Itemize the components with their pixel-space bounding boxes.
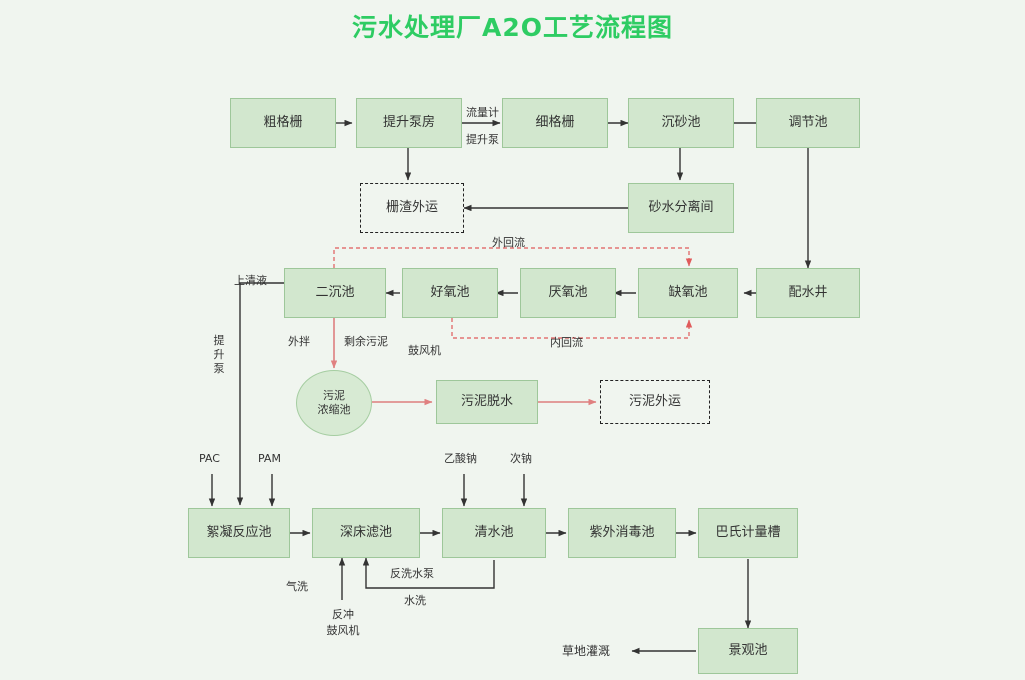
node-landscape-pond[interactable]: 景观池	[698, 628, 798, 674]
node-grit-chamber[interactable]: 沉砂池	[628, 98, 734, 148]
node-sludge-thickener-label-line2: 浓缩池	[317, 403, 351, 416]
node-lift-pump-room-label: 提升泵房	[382, 114, 435, 130]
label-grass-irrigation: 草地灌溉	[562, 644, 611, 658]
label-sodium-acetate: 乙酸钠	[444, 452, 477, 465]
node-landscape-pond-label: 景观池	[728, 642, 768, 658]
node-parshall-flume[interactable]: 巴氏计量槽	[698, 508, 798, 558]
node-lift-pump-room[interactable]: 提升泵房	[356, 98, 462, 148]
label-flow-meter: 流量计	[466, 106, 499, 119]
node-grit-chamber-label: 沉砂池	[661, 114, 701, 130]
label-internal-return: 内回流	[550, 336, 583, 349]
node-equalization-tank-label: 调节池	[788, 114, 828, 130]
node-sludge-thickener[interactable]: 污泥 浓缩池	[296, 370, 372, 436]
node-aerobic-tank[interactable]: 好氧池	[402, 268, 498, 318]
node-flocculation-tank[interactable]: 絮凝反应池	[188, 508, 290, 558]
label-external-return: 外回流	[492, 236, 525, 249]
node-uv-disinfection[interactable]: 紫外消毒池	[568, 508, 676, 558]
label-lift-pump: 提升泵	[466, 133, 499, 146]
label-external-mix: 外拌	[288, 335, 310, 348]
node-deep-bed-filter-label: 深床滤池	[339, 524, 392, 540]
label-backwash-blower-line2: 鼓风机	[326, 624, 360, 637]
label-backwash-pump: 反洗水泵	[390, 567, 434, 580]
page-title: 污水处理厂A2O工艺流程图	[352, 13, 673, 42]
node-grit-separator[interactable]: 砂水分离间	[628, 183, 734, 233]
label-air-wash: 气洗	[286, 580, 308, 593]
node-sludge-transport-label: 污泥外运	[628, 393, 681, 409]
node-aerobic-tank-label: 好氧池	[430, 284, 470, 300]
node-deep-bed-filter[interactable]: 深床滤池	[312, 508, 420, 558]
node-parshall-flume-label: 巴氏计量槽	[715, 524, 781, 540]
node-anoxic-tank[interactable]: 缺氧池	[638, 268, 738, 318]
node-secondary-clarifier[interactable]: 二沉池	[284, 268, 386, 318]
node-equalization-tank[interactable]: 调节池	[756, 98, 860, 148]
label-water-wash: 水洗	[404, 594, 426, 607]
node-screenings-transport[interactable]: 栅渣外运	[360, 183, 464, 233]
node-anaerobic-tank-label: 厌氧池	[548, 284, 588, 300]
node-screenings-transport-label: 栅渣外运	[385, 199, 438, 215]
node-fine-screen[interactable]: 细格栅	[502, 98, 608, 148]
node-coarse-screen[interactable]: 粗格栅	[230, 98, 336, 148]
node-grit-separator-label: 砂水分离间	[648, 199, 714, 215]
node-clean-water-tank-label: 清水池	[474, 524, 514, 540]
label-backwash-blower-line1: 反冲	[332, 608, 354, 621]
label-blower: 鼓风机	[408, 344, 441, 357]
label-lift-pump-vertical: 提升泵	[213, 334, 225, 375]
node-anoxic-tank-label: 缺氧池	[668, 284, 708, 300]
node-sludge-dewatering[interactable]: 污泥脱水	[436, 380, 538, 424]
node-sludge-thickener-label-line1: 污泥	[323, 389, 345, 403]
node-anaerobic-tank[interactable]: 厌氧池	[520, 268, 616, 318]
node-clean-water-tank[interactable]: 清水池	[442, 508, 546, 558]
node-sludge-dewatering-label: 污泥脱水	[460, 393, 513, 409]
node-uv-disinfection-label: 紫外消毒池	[589, 524, 655, 540]
node-distribution-well-label: 配水井	[788, 284, 828, 300]
node-distribution-well[interactable]: 配水井	[756, 268, 860, 318]
label-supernatant: 上清液	[234, 274, 267, 287]
node-flocculation-tank-label: 絮凝反应池	[206, 524, 272, 540]
label-pam: PAM	[258, 452, 281, 465]
node-secondary-clarifier-label: 二沉池	[315, 284, 355, 300]
label-excess-sludge: 剩余污泥	[344, 335, 388, 348]
label-pac: PAC	[199, 452, 220, 465]
node-sludge-transport[interactable]: 污泥外运	[600, 380, 710, 424]
node-fine-screen-label: 细格栅	[535, 114, 575, 130]
label-sodium-hypochlorite: 次钠	[510, 452, 532, 465]
node-coarse-screen-label: 粗格栅	[263, 114, 303, 130]
